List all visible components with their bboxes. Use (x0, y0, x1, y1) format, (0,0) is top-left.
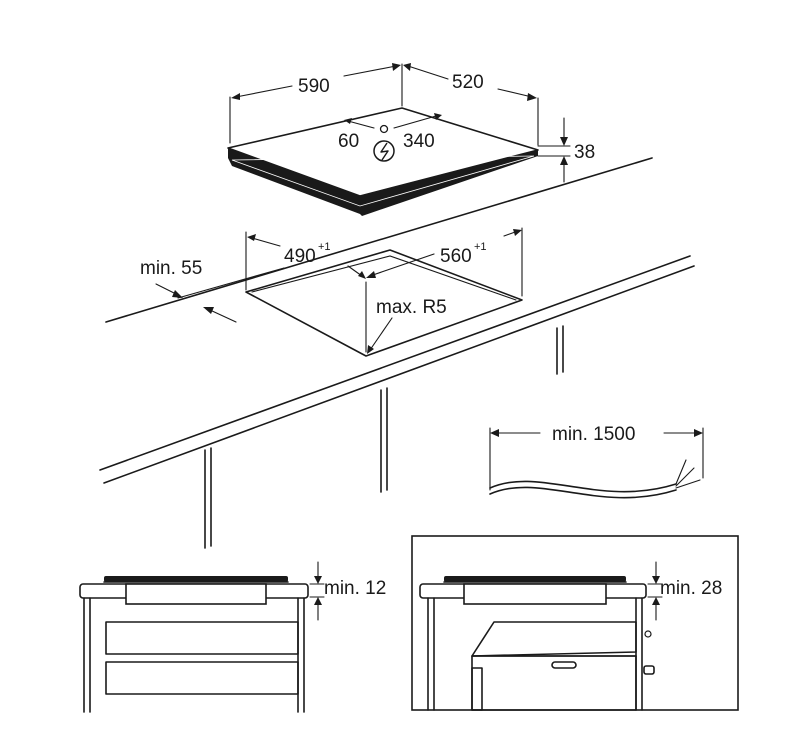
cutout-width-label: 490 (284, 246, 316, 267)
hob-edge (228, 148, 538, 216)
oven-section (411, 535, 739, 711)
front-distance-label: min. 55 (140, 258, 202, 279)
cutout-depth-label: 560 (440, 246, 472, 267)
hob-drawing (227, 107, 539, 216)
electric-connection-icon (373, 140, 395, 162)
corner-radius-label: max. R5 (376, 297, 447, 318)
cable-length-label: min. 1500 (552, 424, 635, 445)
cutout (245, 227, 523, 357)
cutout-width-tolerance: +1 (318, 241, 331, 253)
drawer-cabinet-section (79, 561, 325, 713)
connection-offset-right-label: 340 (403, 131, 435, 152)
power-cable (489, 427, 704, 499)
cutout-depth-tolerance: +1 (474, 241, 487, 253)
connection-point (379, 124, 389, 134)
hob-depth-label: 520 (452, 72, 484, 93)
front-distance-dimension (155, 267, 285, 323)
hob-dimensions (229, 63, 571, 183)
connection-offset-left-label: 60 (338, 131, 359, 152)
worktop (99, 157, 695, 549)
hob-width-label: 590 (298, 76, 330, 97)
oven-clearance-label: min. 28 (660, 578, 722, 599)
hob-height-label: 38 (574, 142, 595, 163)
drawer-clearance-label: min. 12 (324, 578, 386, 599)
